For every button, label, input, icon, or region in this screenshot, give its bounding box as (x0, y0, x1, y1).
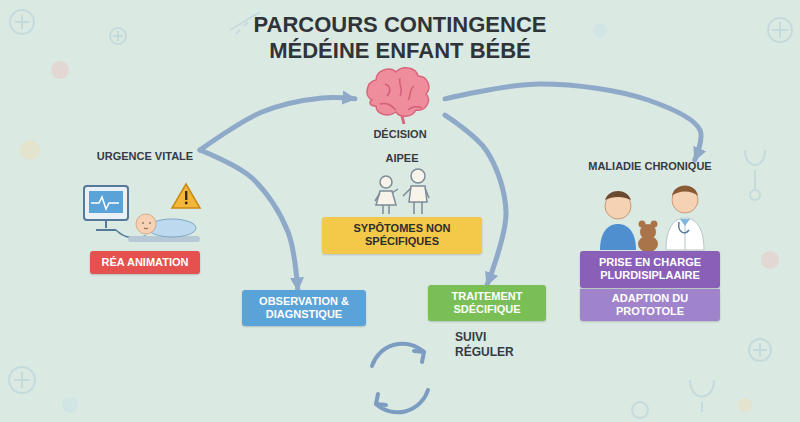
box-label: RÉA ANIMATION (90, 251, 200, 274)
box-label: SYPÔTOMES NON SPÉCIFIQUES (322, 217, 482, 253)
faint-medical-icons (632, 402, 648, 418)
children-doctor-icon (680, 219, 690, 226)
brain-icon (402, 116, 404, 124)
monitor-baby-icon (96, 220, 116, 230)
faint-medical-icons (772, 22, 788, 38)
brain-icon (367, 68, 429, 124)
children-doctor-icon (666, 218, 704, 250)
faint-medical-icons (15, 15, 29, 29)
flow-arrow (200, 98, 355, 150)
family-figures-icon (409, 186, 427, 202)
monitor-baby-icon (84, 184, 200, 242)
diagram-title: PARCOURS CONTINGENCE MÉDÉINE ENFANT BÉBÉ (230, 12, 570, 64)
box-label: PRISE EN CHARGE PLURDISIPLAAIRE (580, 251, 720, 287)
monitor-baby-icon (84, 186, 128, 220)
heading-label: DÉCISION (355, 128, 445, 141)
faint-medical-icons (110, 28, 126, 44)
heading-label: AIPEE (322, 152, 482, 165)
family-figures-icon (375, 169, 429, 214)
family-figures-icon (380, 176, 392, 188)
urgence-column: URGENCE VITALE RÉA ANIMATION (90, 150, 200, 274)
process-box: ADAPTION DU PROTOTOLE (580, 289, 720, 321)
decision-hub: DÉCISION (355, 76, 445, 141)
monitor-baby-icon (142, 223, 151, 229)
faint-medical-icons (9, 367, 35, 393)
monitor-baby-icon (185, 191, 187, 200)
family-figures-icon (375, 189, 398, 214)
cycle-arrows (376, 394, 386, 405)
heading-label: MALIADIE CHRONIQUE (580, 160, 720, 173)
faint-medical-icons (768, 18, 792, 42)
cycle-arrows (414, 351, 424, 362)
faint-medical-icons (690, 380, 714, 412)
aipee-column: AIPEE SYPÔTOMES NON SPÉCIFIQUES (322, 152, 482, 254)
box-label: TRAITEMENT SDÉCIFIQUE (428, 285, 546, 321)
faint-medical-icons (20, 140, 40, 160)
faint-medical-icons (113, 31, 123, 41)
box-label: ADAPTION DU PROTOTOLE (580, 289, 720, 321)
faint-medical-icons (749, 339, 771, 361)
family-figures-icon (403, 188, 429, 214)
cycle-arrows (376, 390, 428, 412)
children-doctor-icon (600, 224, 636, 250)
flow-arrow (445, 115, 506, 285)
children-doctor-icon (600, 186, 704, 253)
brain-icon (380, 78, 422, 110)
monitor-baby-icon (172, 184, 200, 208)
process-box: OBSERVATION & DIAGNSTIQUE (242, 290, 366, 326)
children-doctor-icon (638, 236, 658, 252)
children-doctor-icon (639, 221, 646, 228)
faint-medical-icons (761, 251, 779, 269)
children-doctor-icon (651, 221, 658, 228)
heading-label: URGENCE VITALE (90, 150, 200, 163)
box-label: OBSERVATION & DIAGNSTIQUE (242, 290, 366, 326)
faint-medical-icons (738, 398, 752, 412)
faint-medical-icons (593, 23, 607, 37)
monitor-baby-icon (89, 191, 123, 213)
family-figures-icon (411, 169, 425, 183)
cycle-arrows (372, 344, 428, 413)
faint-medical-icons (14, 372, 30, 388)
faint-medical-icons (51, 61, 69, 79)
faint-medical-icons (750, 190, 760, 200)
chronic-column: MALIADIE CHRONIQUE PRISE EN CHARGE PLURDI… (580, 160, 720, 288)
cycle-arrows (372, 344, 424, 366)
monitor-baby-icon (91, 197, 119, 209)
faint-medical-icons (745, 150, 765, 190)
faint-medical-icons (10, 10, 34, 34)
flow-arrow (200, 150, 298, 290)
children-doctor-icon (605, 191, 631, 200)
faint-medical-icons (9, 10, 792, 418)
monitor-baby-icon (136, 214, 156, 234)
faint-medical-icons (62, 397, 78, 413)
brain-icon (367, 68, 429, 116)
monitor-baby-icon (185, 202, 188, 205)
children-doctor-icon (672, 186, 698, 197)
process-box: TRAITEMENT SDÉCIFIQUE (428, 285, 546, 321)
annotation-label: SUIVI RÉGULER (455, 330, 521, 360)
faint-medical-icons (753, 343, 767, 357)
